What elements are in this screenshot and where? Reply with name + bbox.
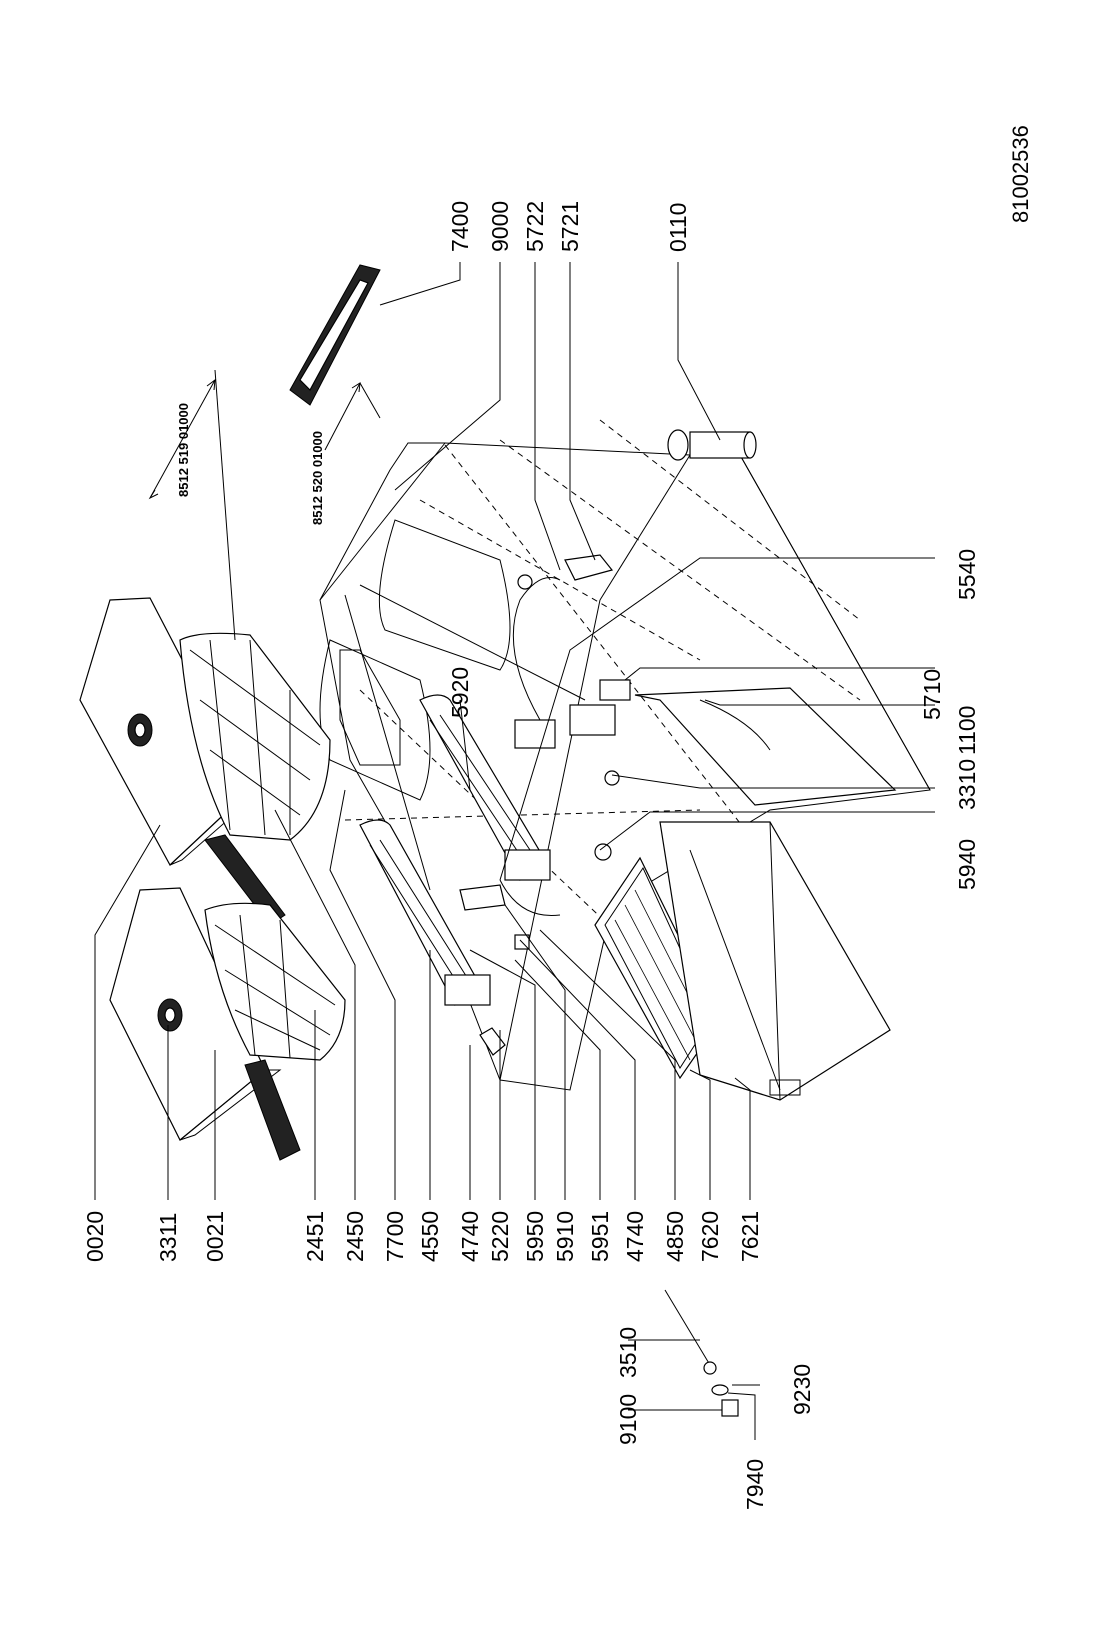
callout-1100: 1100 xyxy=(954,706,980,755)
basket-2450 xyxy=(179,632,331,926)
callout-3311: 3311 xyxy=(155,1213,181,1262)
callout-5710: 5710 xyxy=(919,669,945,720)
callout-2450: 2450 xyxy=(342,1211,368,1262)
fryer-housing xyxy=(319,419,931,1091)
leader-lines xyxy=(94,262,935,1440)
document-number: 81002536 xyxy=(1008,125,1033,223)
kit-dimension-lines xyxy=(148,369,381,641)
callout-7400: 7400 xyxy=(447,201,473,252)
callout-3310: 3310 xyxy=(954,759,980,810)
callout-7700: 7700 xyxy=(382,1211,408,1262)
callouts-right: 5940 3310 1100 5710 5540 xyxy=(919,549,980,890)
callout-5722: 5722 xyxy=(522,201,548,252)
callout-5950: 5950 xyxy=(522,1211,548,1262)
kit-code-8512-520: 8512 520 01000 xyxy=(310,431,325,525)
lid-0020 xyxy=(79,597,264,866)
callout-4850: 4850 xyxy=(662,1211,688,1262)
callout-7620: 7620 xyxy=(697,1211,723,1262)
heating-element-left xyxy=(359,819,491,1006)
callout-5220: 5220 xyxy=(487,1211,513,1262)
callout-7940: 7940 xyxy=(742,1459,768,1510)
callout-3510: 3510 xyxy=(615,1327,641,1378)
callout-4740-a: 4740 xyxy=(457,1211,483,1262)
callout-5940: 5940 xyxy=(954,839,980,890)
callout-0021: 0021 xyxy=(202,1211,228,1262)
callout-5540: 5540 xyxy=(954,549,980,600)
fryer-drawing xyxy=(79,262,935,1440)
callout-5920: 5920 xyxy=(447,667,473,718)
callout-5910: 5910 xyxy=(552,1211,578,1262)
control-components xyxy=(459,554,631,950)
callout-9230: 9230 xyxy=(789,1364,815,1415)
probe-detail xyxy=(479,1027,739,1417)
callout-0110: 0110 xyxy=(665,203,691,252)
side-panel-1100 xyxy=(634,687,897,806)
callout-9100: 9100 xyxy=(615,1394,641,1445)
callout-5721: 5721 xyxy=(557,201,583,252)
kit-code-8512-519: 8512 519 01000 xyxy=(176,403,191,497)
kit-codes: 8512 519 01000 8512 520 01000 xyxy=(176,403,325,525)
callout-0020: 0020 xyxy=(82,1211,108,1262)
callout-9000: 9000 xyxy=(487,201,513,252)
basket-2451 xyxy=(204,902,346,1161)
callout-2451: 2451 xyxy=(302,1211,328,1262)
callouts-left: 0020 3311 0021 2451 2450 7700 4550 4740 … xyxy=(82,1211,763,1262)
callout-4740-b: 4740 xyxy=(622,1211,648,1262)
lid-0021 xyxy=(109,887,282,1141)
cover-strip-7400 xyxy=(289,264,381,406)
callout-5951: 5951 xyxy=(587,1211,613,1262)
callout-7621: 7621 xyxy=(737,1211,763,1262)
callout-4550: 4550 xyxy=(417,1211,443,1262)
callouts-top: 7400 9000 5722 5721 0110 xyxy=(447,201,691,252)
drawer-7621 xyxy=(659,821,891,1101)
callouts-detail: 9100 3510 9230 7940 xyxy=(615,1327,815,1510)
drain-pipe-0110 xyxy=(667,429,757,461)
